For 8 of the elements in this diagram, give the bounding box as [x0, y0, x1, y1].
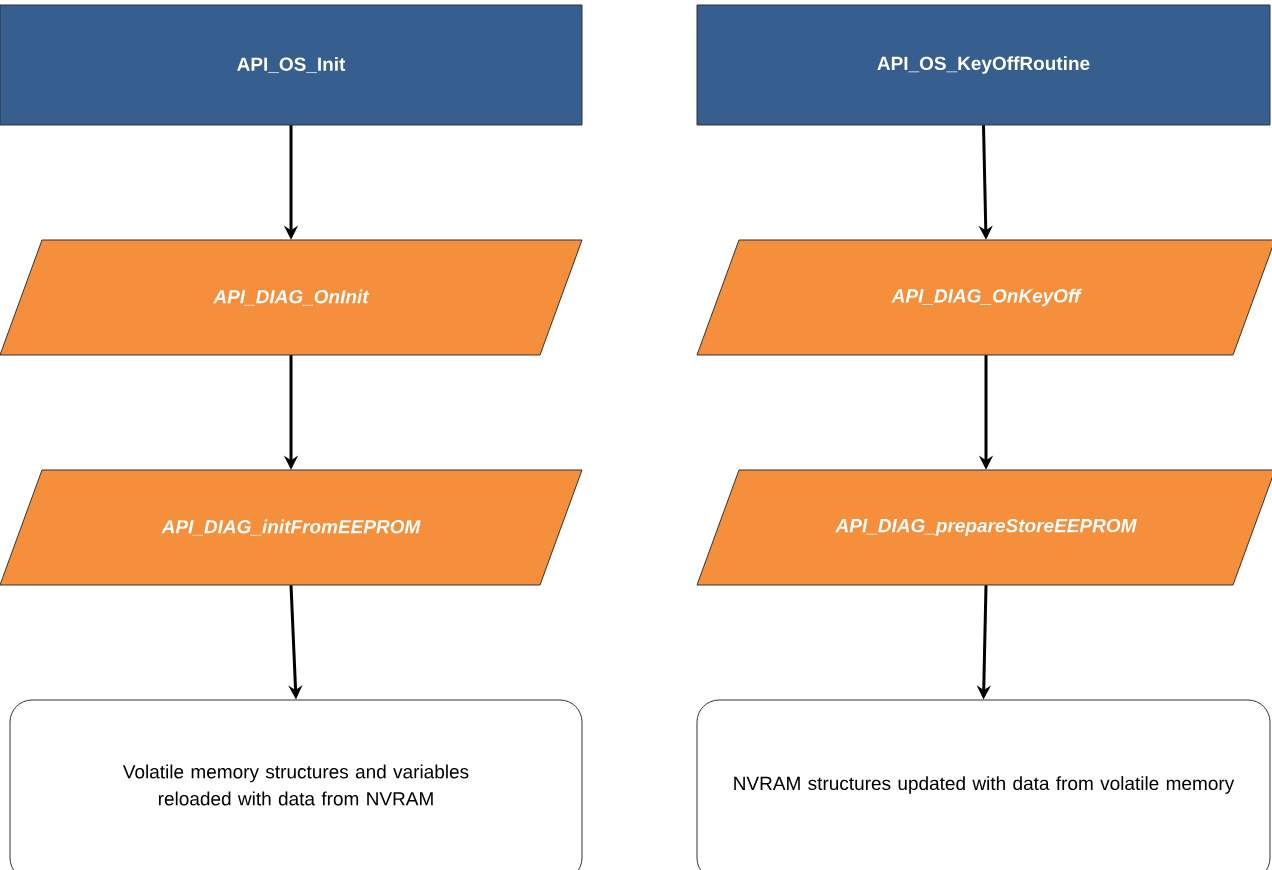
process-parallelogram: API_DIAG_OnInit	[0, 239, 583, 356]
function-box: API_OS_Init	[0, 4, 583, 126]
process-parallelogram: API_DIAG_prepareStoreEEPROM	[696, 469, 1272, 586]
function-box: API_OS_KeyOffRoutine	[696, 4, 1271, 126]
process-parallelogram: API_DIAG_OnKeyOff	[696, 239, 1272, 356]
process-parallelogram: API_DIAG_initFromEEPROM	[0, 469, 583, 586]
result-box: NVRAM structures updated with data from volatile memory	[696, 699, 1271, 870]
result-box: Volatile memory structures and variables reloaded with data from NVRAM	[9, 699, 583, 870]
